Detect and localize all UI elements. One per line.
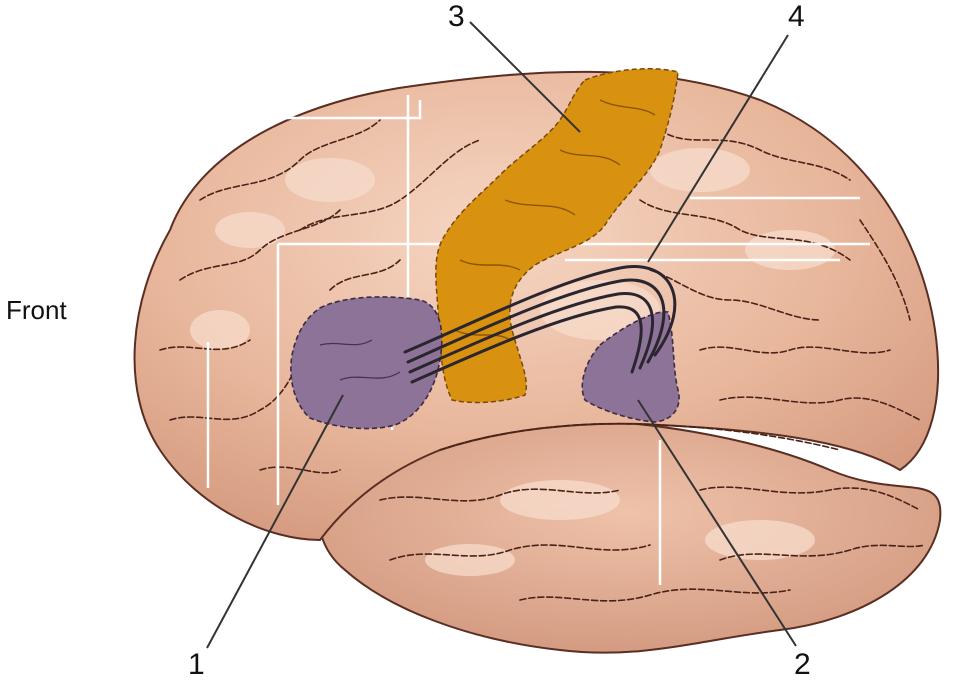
callout-label-1: 1 — [188, 648, 205, 681]
motor-cortex-folds — [454, 99, 656, 341]
callout-label-2: 2 — [794, 648, 811, 681]
guide-lines — [206, 95, 870, 585]
leader-line-1 — [206, 394, 344, 649]
leader-line-4 — [647, 34, 789, 263]
leader-lines — [206, 21, 797, 649]
callout-label-3: 3 — [448, 0, 465, 33]
brocas-area-folds — [319, 339, 401, 381]
sulci — [159, 119, 926, 602]
front-label: Front — [6, 295, 67, 325]
leader-line-3 — [469, 21, 581, 133]
arcuate-fasciculus — [403, 265, 677, 384]
brocas-area — [290, 296, 443, 430]
leader-line-2 — [637, 399, 797, 647]
callout-label-4: 4 — [788, 0, 805, 33]
wernickes-area — [581, 311, 680, 423]
motor-cortex — [435, 68, 679, 404]
